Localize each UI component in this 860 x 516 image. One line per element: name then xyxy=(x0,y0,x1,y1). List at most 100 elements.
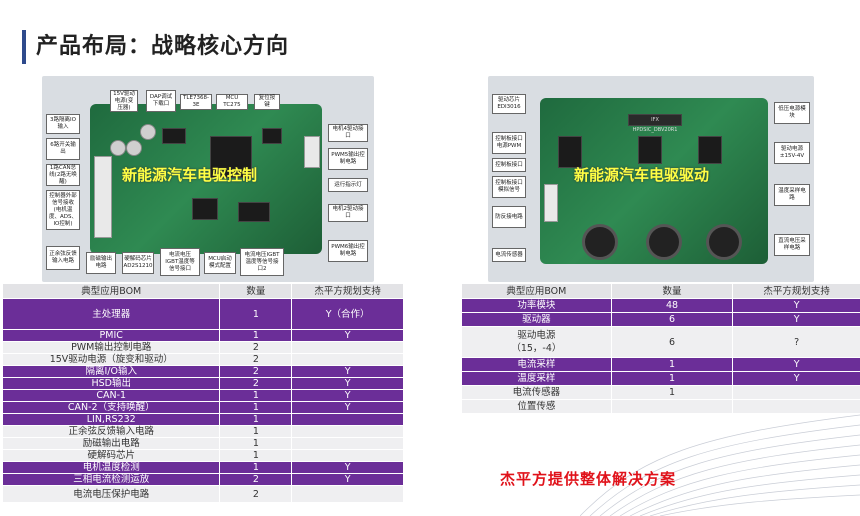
bom-item: 位置传感 xyxy=(461,399,612,414)
bom-support xyxy=(291,485,404,503)
bom-qty: 2 xyxy=(219,473,293,486)
chip xyxy=(558,136,582,168)
table-header-row: 典型应用BOM 数量 杰平方规划支持 xyxy=(1,283,404,299)
callout-label: 运行指示灯 xyxy=(328,178,368,192)
bom-item: 驱动器 xyxy=(461,312,612,327)
current-sensor-coil xyxy=(646,224,682,260)
bom-support: Y xyxy=(732,357,860,372)
callout-label: 复位按键 xyxy=(254,94,280,110)
bom-qty: 1 xyxy=(219,461,293,474)
bom-support: Y xyxy=(732,371,860,386)
callout-label: PWM5输出控制电路 xyxy=(328,148,368,170)
bom-qty: 1 xyxy=(219,389,293,402)
right-board-image: IFX HPDSIC_DBV20R1 驱动芯片EDI3016 控制板接口电源PW… xyxy=(488,76,814,282)
capacitor xyxy=(126,140,142,156)
footer-solution-text: 杰平方提供整体解决方案 xyxy=(500,470,677,488)
chip xyxy=(262,128,282,144)
bom-item: 正余弦反馈输入电路 xyxy=(1,425,221,438)
bom-support xyxy=(291,425,404,438)
bom-qty: 2 xyxy=(219,377,293,390)
bom-item: 电流电压保护电路 xyxy=(1,485,221,503)
connector xyxy=(94,156,112,238)
bom-qty: 1 xyxy=(610,385,734,400)
callout-label: 控制器外部信号接收(电机温度、ADS、IO控制) xyxy=(46,190,80,230)
bom-support xyxy=(291,341,404,354)
bom-support xyxy=(291,437,404,450)
column-header: 典型应用BOM xyxy=(1,283,221,299)
bom-support: Y xyxy=(732,312,860,327)
bom-qty: 1 xyxy=(219,449,293,462)
bom-support: Y xyxy=(291,329,404,342)
bom-qty: 2 xyxy=(219,485,293,503)
bom-support: Y xyxy=(291,377,404,390)
callout-label: 温度采样电路 xyxy=(774,184,810,206)
callout-label: 驱动芯片EDI3016 xyxy=(492,94,526,114)
bom-item: CAN-1 xyxy=(1,389,221,402)
bom-item: 15V驱动电源（旋变和驱动） xyxy=(1,353,221,366)
bom-item: PMIC xyxy=(1,329,221,342)
capacitor xyxy=(140,124,156,140)
connector xyxy=(304,136,320,168)
callout-label: 电流电压IGBT温度等信号接口 xyxy=(160,248,200,276)
callout-label: 正余弦反馈输入电路 xyxy=(46,246,80,270)
bom-item: 功率模块 xyxy=(461,298,612,313)
table-row: 位置传感 xyxy=(461,399,860,414)
bom-item: 驱动电源 （15，-4） xyxy=(461,326,612,358)
callout-label: MCU启动模式配置 xyxy=(204,252,236,274)
column-header: 数量 xyxy=(610,283,734,299)
bom-support xyxy=(732,385,860,400)
bom-item: 三相电流检测运放 xyxy=(1,473,221,486)
column-header: 数量 xyxy=(219,283,293,299)
bom-qty: 1 xyxy=(610,357,734,372)
decorative-wave xyxy=(580,414,860,516)
callout-label: 6路开关输出 xyxy=(46,138,80,160)
bom-item: 电流采样 xyxy=(461,357,612,372)
column-header: 杰平方规划支持 xyxy=(732,283,860,299)
bom-item: 励磁输出电路 xyxy=(1,437,221,450)
bom-support: Y xyxy=(291,473,404,486)
bom-qty: 1 xyxy=(219,401,293,414)
bom-item: 电流传感器 xyxy=(461,385,612,400)
chip xyxy=(238,202,270,222)
callout-label: 电流电压IGBT温度等信号接口2 xyxy=(240,248,284,276)
bom-support xyxy=(291,449,404,462)
left-board-image: 15V驱动电源(变压器) DAP调试下载口 TLE7368-3E MCU TC2… xyxy=(42,76,374,282)
callout-label: 电机2驱动接口 xyxy=(328,204,368,222)
bom-qty: 1 xyxy=(610,371,734,386)
bom-support: ? xyxy=(732,326,860,358)
callout-label: PWM6输出控制电路 xyxy=(328,240,368,262)
callout-label: 电流传感器 xyxy=(492,248,526,262)
chip xyxy=(162,128,186,144)
chip xyxy=(192,198,218,220)
table-header-row: 典型应用BOM 数量 杰平方规划支持 xyxy=(461,283,860,299)
bom-item: 温度采样 xyxy=(461,371,612,386)
callout-label: 直流电压采样电路 xyxy=(774,234,810,256)
connector xyxy=(544,184,558,222)
chip xyxy=(698,136,722,164)
callout-label: 控制板接口模拟信号 xyxy=(492,176,526,198)
pcb-label: IFX HPDSIC_DBV20R1 xyxy=(628,114,682,133)
page-title: 产品布局：战略核心方向 xyxy=(36,34,290,59)
bom-item: 硬解码芯片 xyxy=(1,449,221,462)
bom-support xyxy=(291,353,404,366)
callout-label: 3路隔离IO输入 xyxy=(46,114,80,134)
bom-support: Y xyxy=(291,401,404,414)
callout-label: 硬解码芯片AD2S1210 xyxy=(122,252,154,274)
current-sensor-coil xyxy=(706,224,742,260)
bom-support: Y xyxy=(732,298,860,313)
bom-qty: 2 xyxy=(219,353,293,366)
bom-item: LIN,RS232 xyxy=(1,413,221,426)
